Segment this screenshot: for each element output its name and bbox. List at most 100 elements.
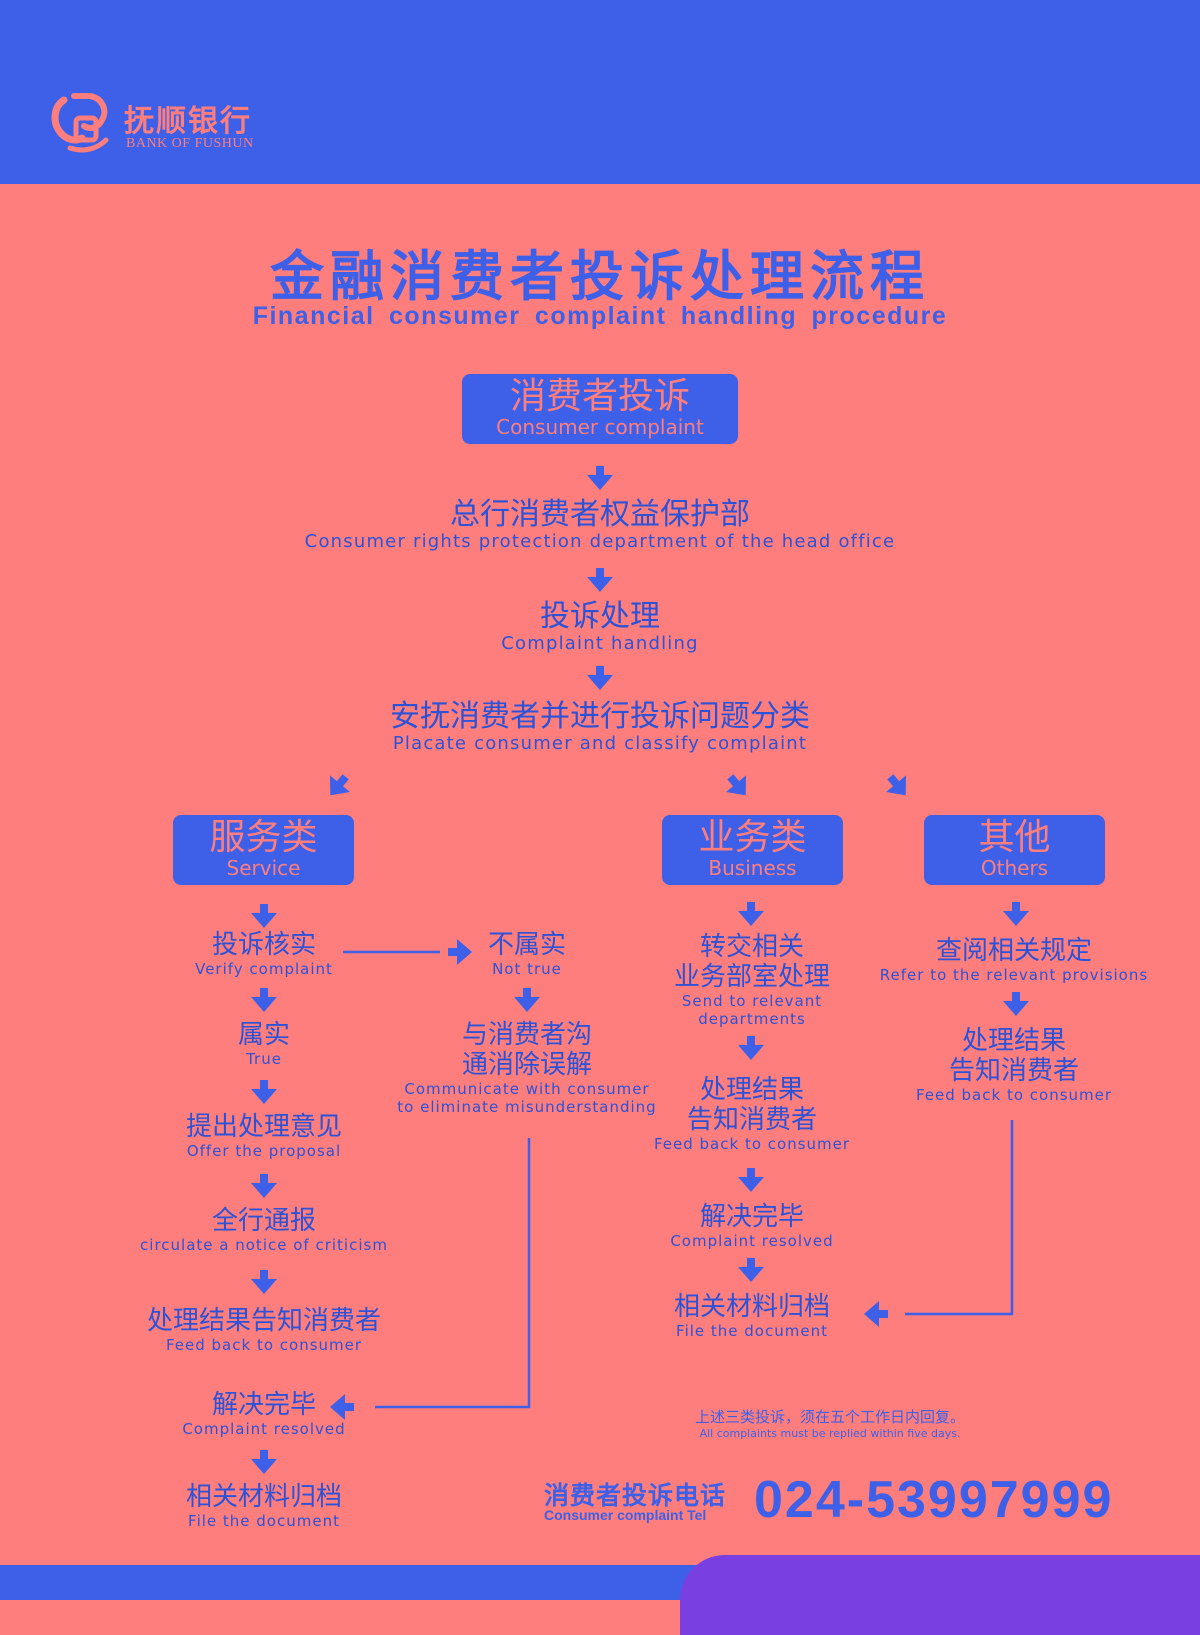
- flow-connectors: [251, 466, 1029, 1474]
- service-verify-node: 投诉核实 Verify complaint: [114, 930, 414, 978]
- service-notice-cn: 全行通报: [211, 1206, 316, 1236]
- arrow-down-icon: [1003, 902, 1029, 926]
- arrow-down-icon: [514, 988, 540, 1012]
- arrow-down-icon: [587, 666, 613, 690]
- tel-label-en: Consumer complaint Tel: [544, 1507, 707, 1523]
- handling-cn: 投诉处理: [540, 599, 660, 634]
- dept-node: 总行消费者权益保护部 Consumer rights protection de…: [200, 498, 1000, 552]
- service-feedback-cn: 处理结果告知消费者: [146, 1306, 381, 1336]
- service-resolved-cn: 解决完毕: [211, 1390, 316, 1420]
- service-file-cn: 相关材料归档: [185, 1482, 342, 1512]
- business-send-cn-2: 业务部室处理: [673, 962, 830, 992]
- reply-note-en: All complaints must be replied within fi…: [699, 1427, 961, 1440]
- service-communicate-cn-2: 通消除误解: [461, 1050, 592, 1080]
- arrow-down-icon: [251, 988, 277, 1012]
- header-bar: [0, 0, 1200, 184]
- business-send-en-2: departments: [698, 1010, 806, 1028]
- business-send-en-1: Send to relevant: [681, 992, 823, 1010]
- service-resolved-node: 解决完毕 Complaint resolved: [114, 1390, 414, 1438]
- bank-name-cn: 抚顺银行: [124, 104, 252, 139]
- business-box: 业务类 Business: [662, 815, 843, 885]
- others-feedback-node: 处理结果 告知消费者 Feed back to consumer: [864, 1026, 1164, 1104]
- business-send-cn-1: 转交相关: [699, 932, 804, 962]
- business-send-node: 转交相关 业务部室处理 Send to relevant departments: [612, 932, 892, 1028]
- footer-accent: [680, 1555, 1200, 1635]
- arrow-diagonal-icon: [320, 768, 356, 804]
- page-title-cn: 金融消费者投诉处理流程: [270, 245, 930, 308]
- others-cn: 其他: [978, 817, 1051, 858]
- phone-number: 024-53997999: [754, 1471, 1114, 1529]
- others-refer-en: Refer to the relevant provisions: [879, 966, 1149, 984]
- handling-node: 投诉处理 Complaint handling: [400, 600, 800, 654]
- bank-name-en: BANK OF FUSHUN: [126, 136, 254, 151]
- arrow-down-icon: [738, 1036, 764, 1060]
- classify-en: Placate consumer and classify complaint: [392, 733, 808, 754]
- arrow-left-icon: [330, 1394, 354, 1420]
- others-refer-node: 查阅相关规定 Refer to the relevant provisions: [864, 936, 1164, 984]
- service-verify-cn: 投诉核实: [211, 930, 316, 960]
- consumer-complaint-en: Consumer complaint: [496, 415, 704, 439]
- others-feedback-cn-2: 告知消费者: [948, 1056, 1079, 1086]
- service-resolved-en: Complaint resolved: [182, 1420, 346, 1438]
- business-feedback-node: 处理结果 告知消费者 Feed back to consumer: [612, 1075, 892, 1153]
- consumer-complaint-cn: 消费者投诉: [509, 376, 690, 417]
- reply-note-cn: 上述三类投诉，须在五个工作日内回复。: [694, 1408, 965, 1426]
- service-communicate-node: 与消费者沟 通消除误解 Communicate with consumer to…: [397, 1020, 657, 1116]
- service-communicate-en-1: Communicate with consumer: [404, 1080, 650, 1098]
- service-file-en: File the document: [188, 1512, 340, 1530]
- arrow-down-icon: [251, 904, 277, 928]
- service-en: Service: [226, 856, 301, 880]
- business-file-cn: 相关材料归档: [673, 1292, 830, 1322]
- page-title-en: Financial consumer complaint handling pr…: [252, 302, 948, 330]
- arrow-down-icon: [738, 1258, 764, 1282]
- arrow-down-icon: [1003, 992, 1029, 1016]
- classify-node: 安抚消费者并进行投诉问题分类 Placate consumer and clas…: [250, 700, 950, 754]
- tel-label-cn: 消费者投诉电话: [544, 1481, 727, 1510]
- others-en: Others: [980, 856, 1049, 880]
- business-feedback-en: Feed back to consumer: [653, 1135, 851, 1153]
- service-feedback-en: Feed back to consumer: [165, 1336, 363, 1354]
- arrow-left-icon: [864, 1301, 888, 1327]
- service-true-node: 属实 True: [114, 1020, 414, 1068]
- service-proposal-node: 提出处理意见 Offer the proposal: [114, 1112, 414, 1160]
- service-not-true-cn: 不属实: [487, 930, 566, 960]
- service-communicate-cn-1: 与消费者沟: [461, 1020, 592, 1050]
- service-true-cn: 属实: [237, 1020, 290, 1050]
- others-feedback-en: Feed back to consumer: [915, 1086, 1113, 1104]
- business-cn: 业务类: [698, 817, 807, 858]
- arrow-down-icon: [738, 902, 764, 926]
- arrow-down-icon: [587, 568, 613, 592]
- business-en: Business: [708, 856, 797, 880]
- business-file-en: File the document: [676, 1322, 828, 1340]
- consumer-complaint-box: 消费者投诉 Consumer complaint: [462, 374, 738, 444]
- others-refer-cn: 查阅相关规定: [935, 936, 1092, 966]
- business-feedback-cn-2: 告知消费者: [686, 1105, 817, 1135]
- service-feedback-node: 处理结果告知消费者 Feed back to consumer: [114, 1306, 414, 1354]
- arrow-down-icon: [251, 1080, 277, 1104]
- business-resolved-en: Complaint resolved: [670, 1232, 834, 1250]
- business-resolved-node: 解决完毕 Complaint resolved: [612, 1202, 892, 1250]
- service-not-true-node: 不属实 Not true: [427, 930, 627, 978]
- service-notice-node: 全行通报 circulate a notice of criticism: [114, 1206, 414, 1254]
- arrow-down-icon: [251, 1270, 277, 1294]
- handling-en: Complaint handling: [501, 633, 699, 654]
- bank-logo-icon: [51, 93, 109, 153]
- arrow-diagonal-icon: [880, 768, 916, 804]
- dept-en: Consumer rights protection department of…: [304, 531, 896, 552]
- service-proposal-en: Offer the proposal: [186, 1142, 342, 1160]
- service-notice-en: circulate a notice of criticism: [140, 1236, 388, 1254]
- service-proposal-cn: 提出处理意见: [185, 1112, 342, 1142]
- arrow-diagonal-icon: [720, 768, 756, 804]
- arrow-down-icon: [587, 466, 613, 490]
- dept-cn: 总行消费者权益保护部: [450, 497, 750, 532]
- arrow-down-icon: [251, 1450, 277, 1474]
- service-verify-en: Verify complaint: [195, 960, 333, 978]
- service-not-true-en: Not true: [492, 960, 562, 978]
- arrow-down-icon: [251, 1174, 277, 1198]
- others-feedback-cn-1: 处理结果: [961, 1026, 1066, 1056]
- business-file-node: 相关材料归档 File the document: [612, 1292, 892, 1340]
- business-feedback-cn-1: 处理结果: [699, 1075, 804, 1105]
- service-box: 服务类 Service: [173, 815, 354, 885]
- service-communicate-en-2: to eliminate misunderstanding: [397, 1098, 657, 1116]
- service-true-en: True: [246, 1050, 282, 1068]
